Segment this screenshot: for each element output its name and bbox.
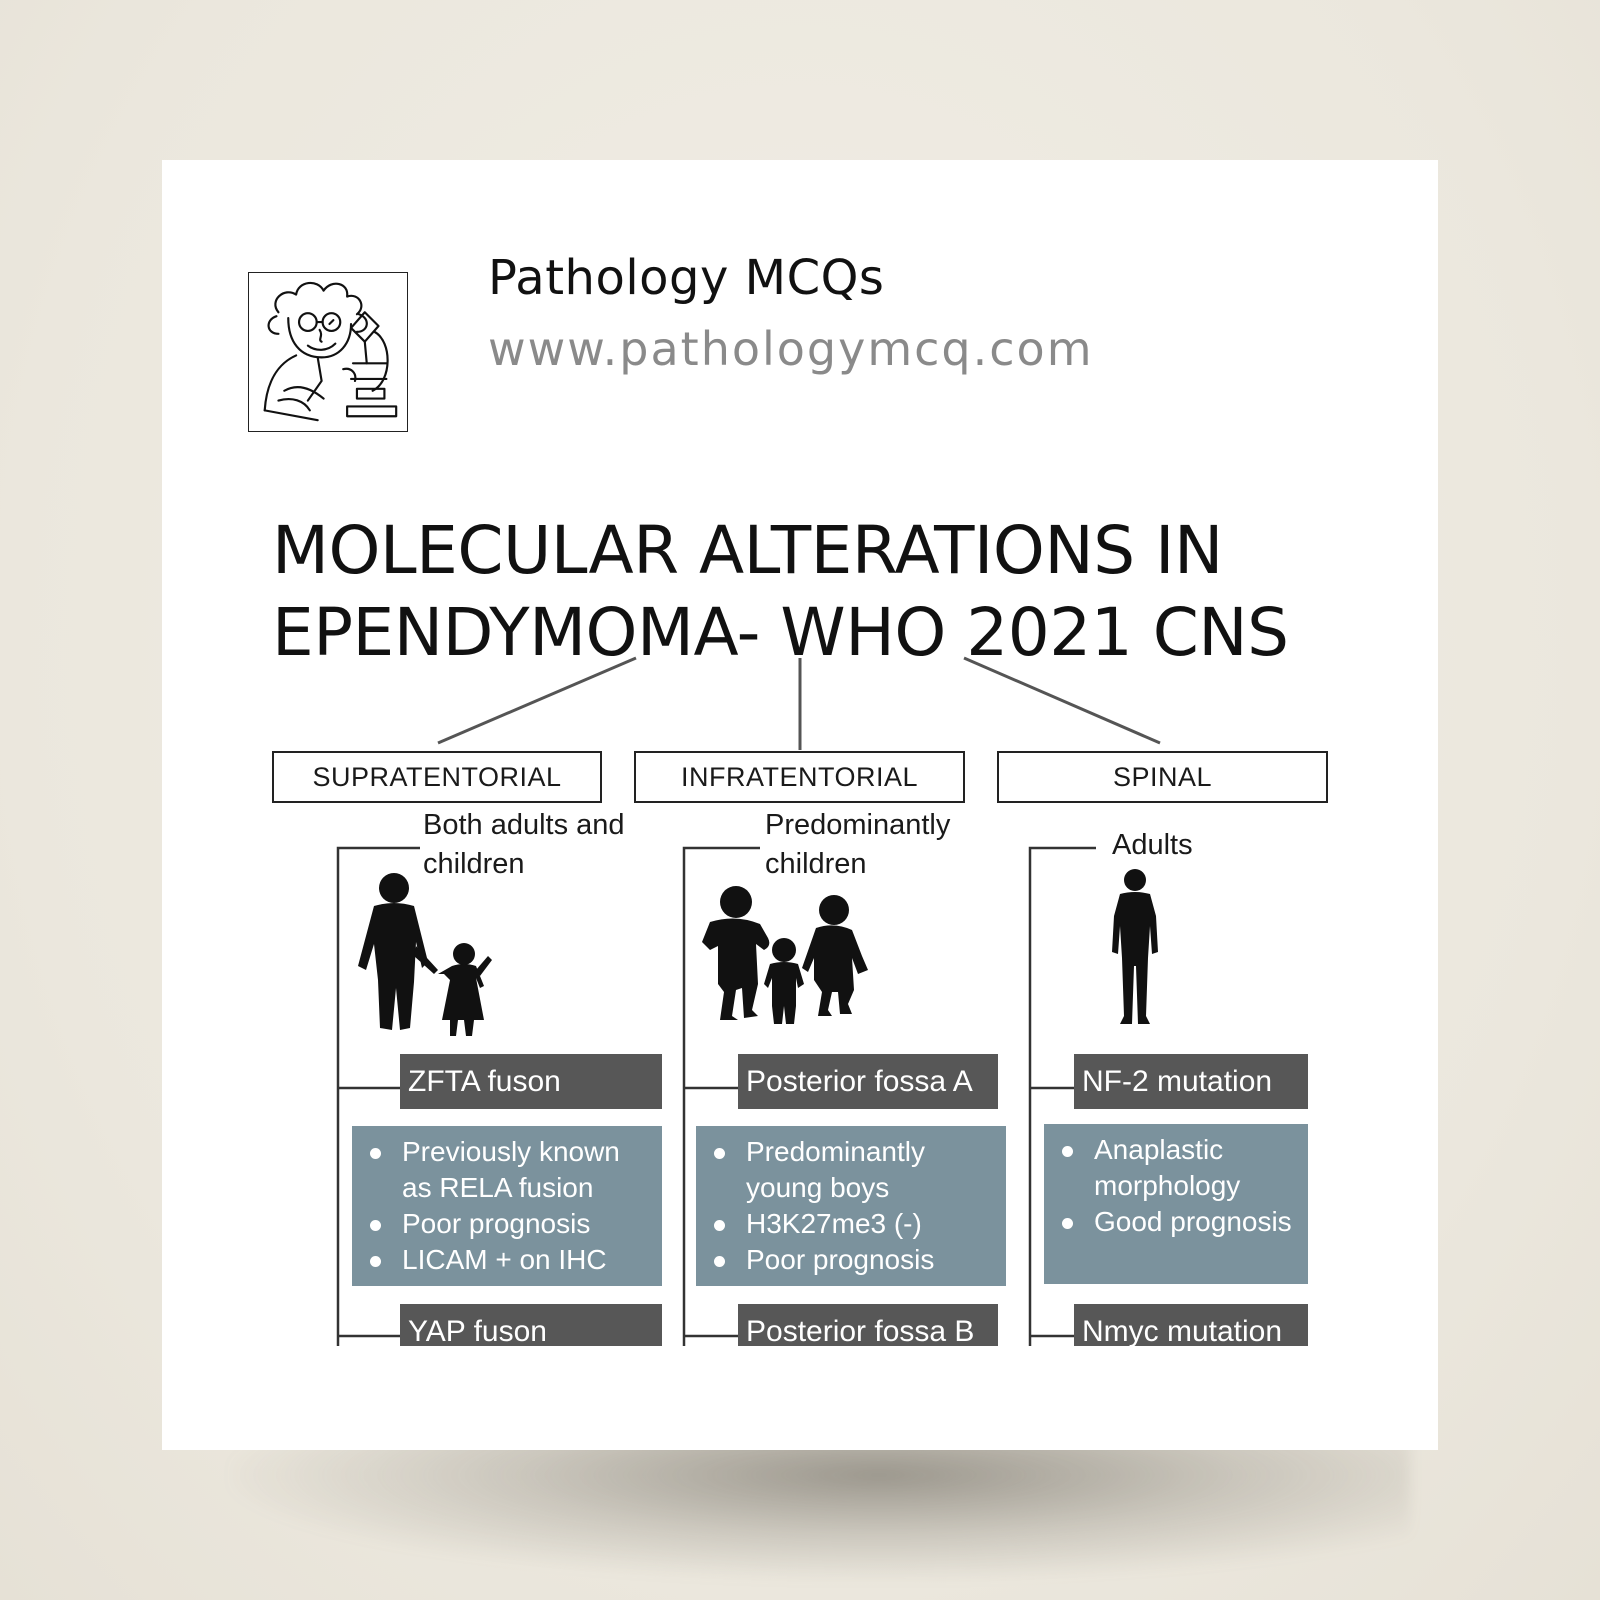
brand-logo — [248, 272, 408, 432]
adult-child-silhouette-icon — [358, 873, 492, 1036]
age-line-2: children — [423, 848, 525, 880]
tree-line-col3 — [1028, 846, 1096, 1346]
title-line-1: MOLECULAR ALTERATIONS IN — [272, 512, 1223, 589]
age-line-1: Adults — [1112, 829, 1193, 861]
brand-url: www.pathologymcq.com — [488, 322, 1094, 376]
connector-supratentorial — [437, 656, 637, 745]
list-item: Predominantly young boys — [710, 1134, 996, 1206]
age-label-infratentorial: Predominantly children — [765, 806, 950, 884]
brand-name: Pathology MCQs — [488, 250, 885, 306]
list-item: Poor prognosis — [366, 1206, 652, 1242]
list-item: Previously known as RELA fusion — [366, 1134, 652, 1206]
subtype-zfta-fusion: ZFTA fuson — [400, 1054, 662, 1109]
pathologist-icon — [263, 281, 398, 422]
tree-line-col1 — [336, 846, 420, 1346]
age-line-2: children — [765, 848, 867, 880]
age-label-spinal: Adults — [1112, 826, 1193, 865]
list-item: Good prognosis — [1058, 1204, 1298, 1240]
details-supratentorial: Previously known as RELA fusion Poor pro… — [352, 1126, 662, 1286]
adult-silhouette-icon — [1112, 869, 1158, 1024]
connector-spinal — [963, 656, 1161, 745]
card-shadow — [230, 1430, 1410, 1580]
details-spinal: Anaplastic morphology Good prognosis — [1044, 1124, 1308, 1284]
figure-crop-mask — [162, 1346, 1438, 1450]
age-label-supratentorial: Both adults and children — [423, 806, 625, 884]
region-infratentorial: INFRATENTORIAL — [634, 751, 965, 803]
page-title: MOLECULAR ALTERATIONS IN EPENDYMOMA- WHO… — [272, 510, 1289, 674]
title-line-2: EPENDYMOMA- WHO 2021 CNS — [272, 594, 1289, 671]
list-item: Poor prognosis — [710, 1242, 996, 1278]
age-line-1: Predominantly — [765, 809, 951, 841]
list-item: H3K27me3 (-) — [710, 1206, 996, 1242]
subtype-posterior-fossa-a: Posterior fossa A — [738, 1054, 998, 1109]
region-spinal: SPINAL — [997, 751, 1328, 803]
subtype-nf2-mutation: NF-2 mutation — [1074, 1054, 1308, 1109]
details-infratentorial: Predominantly young boys H3K27me3 (-) Po… — [696, 1126, 1006, 1286]
list-item: LICAM + on IHC — [366, 1242, 652, 1278]
children-silhouette-icon — [702, 886, 868, 1024]
tree-line-col2 — [682, 846, 760, 1346]
region-supratentorial: SUPRATENTORIAL — [272, 751, 602, 803]
list-item: Anaplastic morphology — [1058, 1132, 1298, 1204]
age-line-1: Both adults and — [423, 809, 625, 841]
